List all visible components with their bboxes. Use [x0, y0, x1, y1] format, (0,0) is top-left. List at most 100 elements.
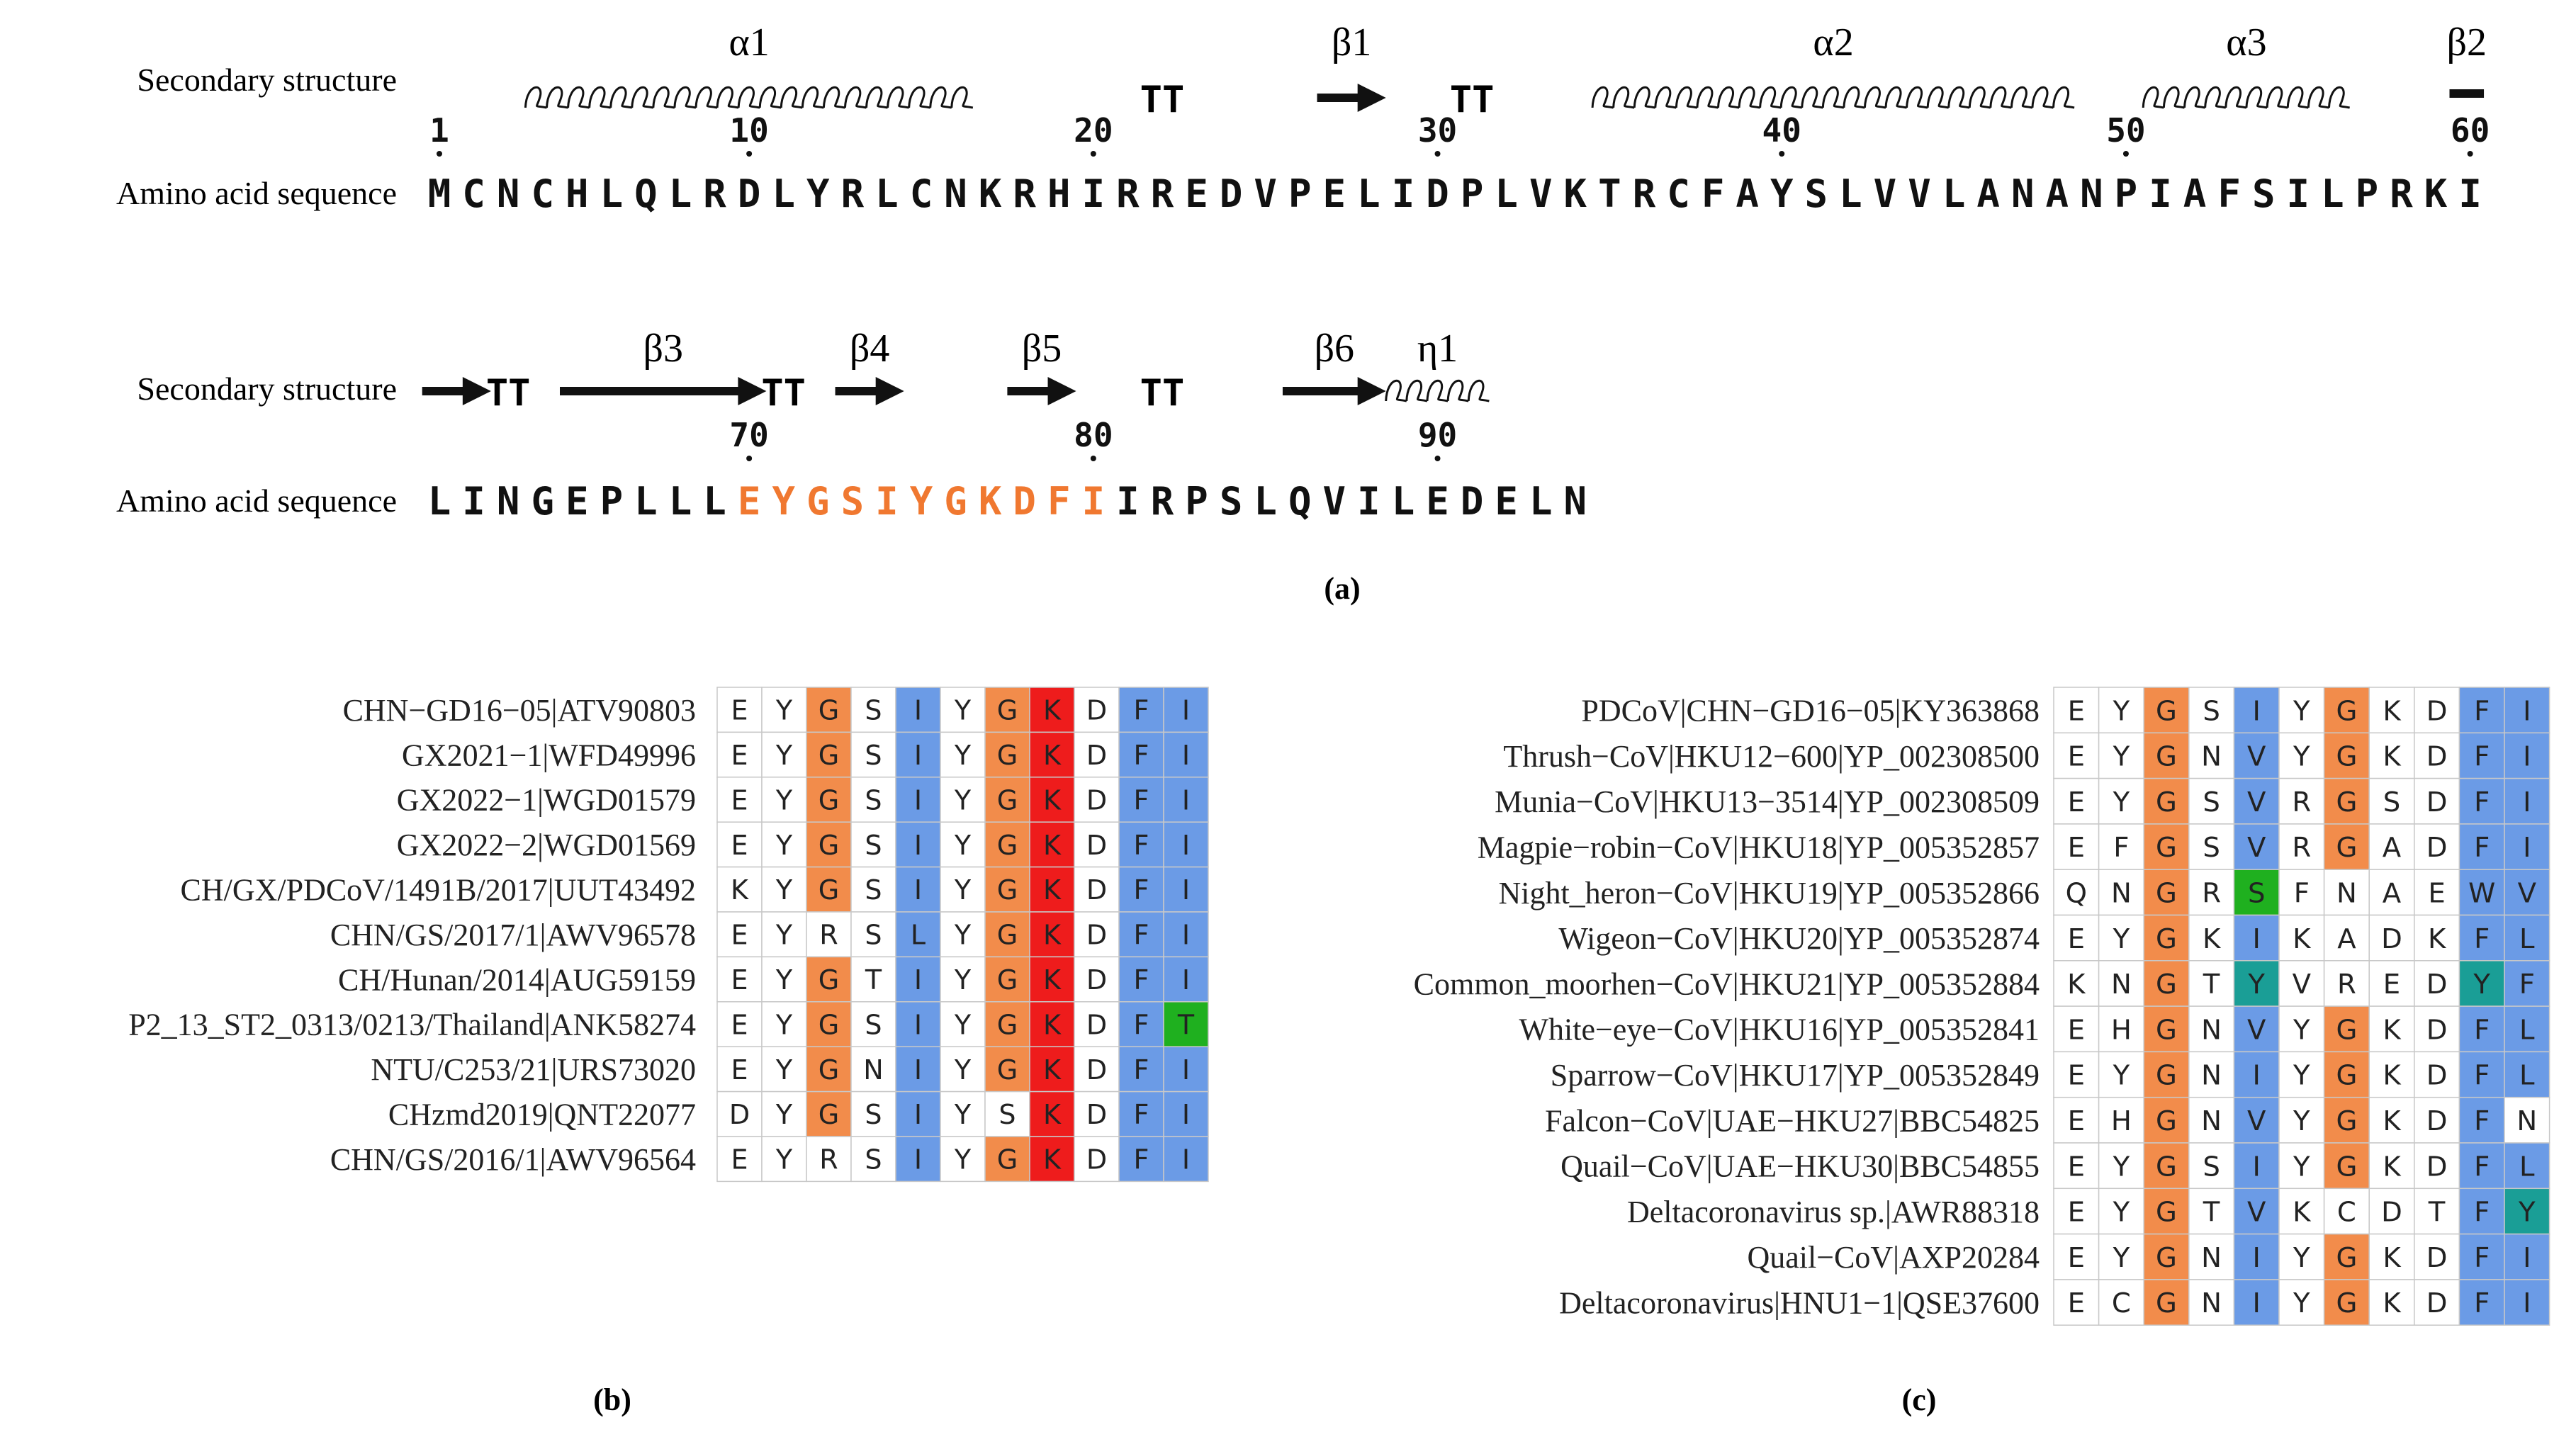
residue-letter: G: [2156, 787, 2177, 818]
residue-letter: N: [2201, 1060, 2222, 1092]
alignment-cell: [2233, 960, 2280, 1007]
residue-letter: A: [2383, 877, 2402, 909]
seq-label-row1: Amino acid sequence: [116, 175, 397, 211]
alignment-cell: [2188, 1188, 2235, 1235]
alignment-cell: [984, 687, 1030, 733]
residue-letter: R: [2337, 969, 2356, 1000]
alignment-cell: [2414, 1188, 2460, 1235]
alignment-cell: [940, 1001, 986, 1047]
alignment-cell: [895, 1046, 941, 1093]
alignment-cell: [2143, 1233, 2190, 1280]
residue-letter: Y: [2293, 1151, 2310, 1183]
residue-letter: V: [2293, 969, 2312, 1000]
sequence-name: Quail−CoV|UAE−HKU30|BBC54855: [1560, 1149, 2040, 1184]
residue-letter: F: [1134, 784, 1149, 816]
position-tick-label: 80: [1074, 416, 1113, 454]
residue-letter: I: [2253, 923, 2261, 955]
alignment-cell: [895, 731, 941, 778]
alignment-cell: [2504, 1279, 2550, 1326]
residue-letter: G: [997, 1054, 1018, 1086]
residue-letter: L: [2519, 1014, 2535, 1046]
residue-letter: E: [731, 830, 748, 861]
residue-letter: L: [911, 920, 926, 951]
strand-arrow-head: [462, 377, 491, 405]
residue-letter: F: [2474, 923, 2490, 955]
residue-letter: N: [863, 1054, 883, 1086]
residue: K: [979, 171, 1002, 216]
residue-letter: F: [1134, 695, 1149, 726]
alignment-cell: [1074, 956, 1120, 1003]
alignment-cell: [940, 911, 986, 958]
residue: N: [2011, 171, 2035, 216]
position-tick-dot: [1779, 151, 1785, 157]
residue-letter: G: [819, 695, 839, 726]
residue-letter: Y: [2293, 695, 2310, 727]
residue-letter: K: [1043, 964, 1062, 996]
alignment-cell: [2278, 1096, 2325, 1144]
residue-letter: K: [2383, 1151, 2402, 1183]
residue-letter: Y: [954, 1144, 972, 1176]
residue-letter: K: [1043, 874, 1062, 906]
alignment-cell: [2414, 823, 2460, 870]
alignment-cell: [1163, 1090, 1209, 1137]
alignment-cell: [761, 1090, 807, 1137]
residue: V: [1874, 171, 1897, 216]
alignment-cell: [2143, 869, 2190, 916]
alignment-cell: [2458, 1142, 2505, 1190]
residue-letter: G: [997, 1009, 1018, 1040]
alignment-cell: [2414, 777, 2460, 825]
alignment-cell: [2504, 1188, 2550, 1235]
residue-letter: R: [2292, 787, 2311, 818]
alignment-cell: [2188, 1005, 2235, 1053]
residue-letter: E: [2068, 1060, 2085, 1092]
ss-element-name: β4: [850, 327, 890, 371]
residue-letter: K: [2383, 741, 2402, 773]
alignment-cell: [2504, 823, 2550, 870]
alignment-cell: [2414, 1279, 2460, 1326]
residue-letter: G: [2336, 1105, 2357, 1137]
alignment-cell: [2368, 1142, 2415, 1190]
alignment-cell: [984, 1046, 1030, 1093]
position-tick-label: 50: [2106, 111, 2145, 150]
residue-letter: V: [2247, 1105, 2266, 1137]
residue-letter: C: [2337, 1197, 2356, 1229]
residue: L: [600, 171, 624, 216]
residue-letter: Y: [775, 1009, 793, 1040]
residue: L: [634, 479, 658, 524]
helix-glyph: [524, 86, 974, 109]
residue-letter: Y: [954, 784, 972, 816]
residue-letter: F: [2474, 1242, 2490, 1274]
residue: H: [1047, 171, 1071, 216]
residue-letter: F: [1134, 740, 1149, 771]
residue-letter: Y: [954, 964, 972, 996]
residue-letter: G: [2336, 1242, 2357, 1274]
residue: E: [1323, 171, 1346, 216]
alignment-cell: [1118, 911, 1164, 958]
seq-label-row2: Amino acid sequence: [116, 483, 397, 519]
residue-letter: F: [2474, 1151, 2490, 1183]
residue: R: [1116, 171, 1140, 216]
residue-letter: S: [865, 784, 882, 816]
residue-letter: G: [997, 695, 1018, 726]
residue-letter: T: [2428, 1197, 2446, 1229]
alignment-cell: [2323, 914, 2370, 962]
residue-letter: K: [2428, 923, 2447, 955]
alignment-cell: [1118, 1001, 1164, 1047]
residue-letter: G: [819, 740, 839, 771]
alignment-cell: [850, 911, 896, 958]
sequence-name: Falcon−CoV|UAE−HKU27|BBC54825: [1545, 1103, 2040, 1138]
residue-letter: D: [1086, 1144, 1107, 1176]
residue-letter: Y: [2518, 1197, 2536, 1229]
alignment-cell: [2233, 1188, 2280, 1235]
residue-letter: F: [1134, 920, 1149, 951]
alignment-cell: [761, 911, 807, 958]
residue-letter: S: [999, 1099, 1016, 1130]
residue-letter: Y: [954, 1054, 972, 1086]
residue: D: [1461, 479, 1484, 524]
sequence-name: PDCoV|CHN−GD16−05|KY363868: [1581, 694, 2040, 728]
alignment-cell: [1029, 866, 1075, 913]
sequence-name: CH/Hunan/2014|AUG59159: [338, 962, 696, 997]
alignment-cell: [2233, 732, 2280, 779]
